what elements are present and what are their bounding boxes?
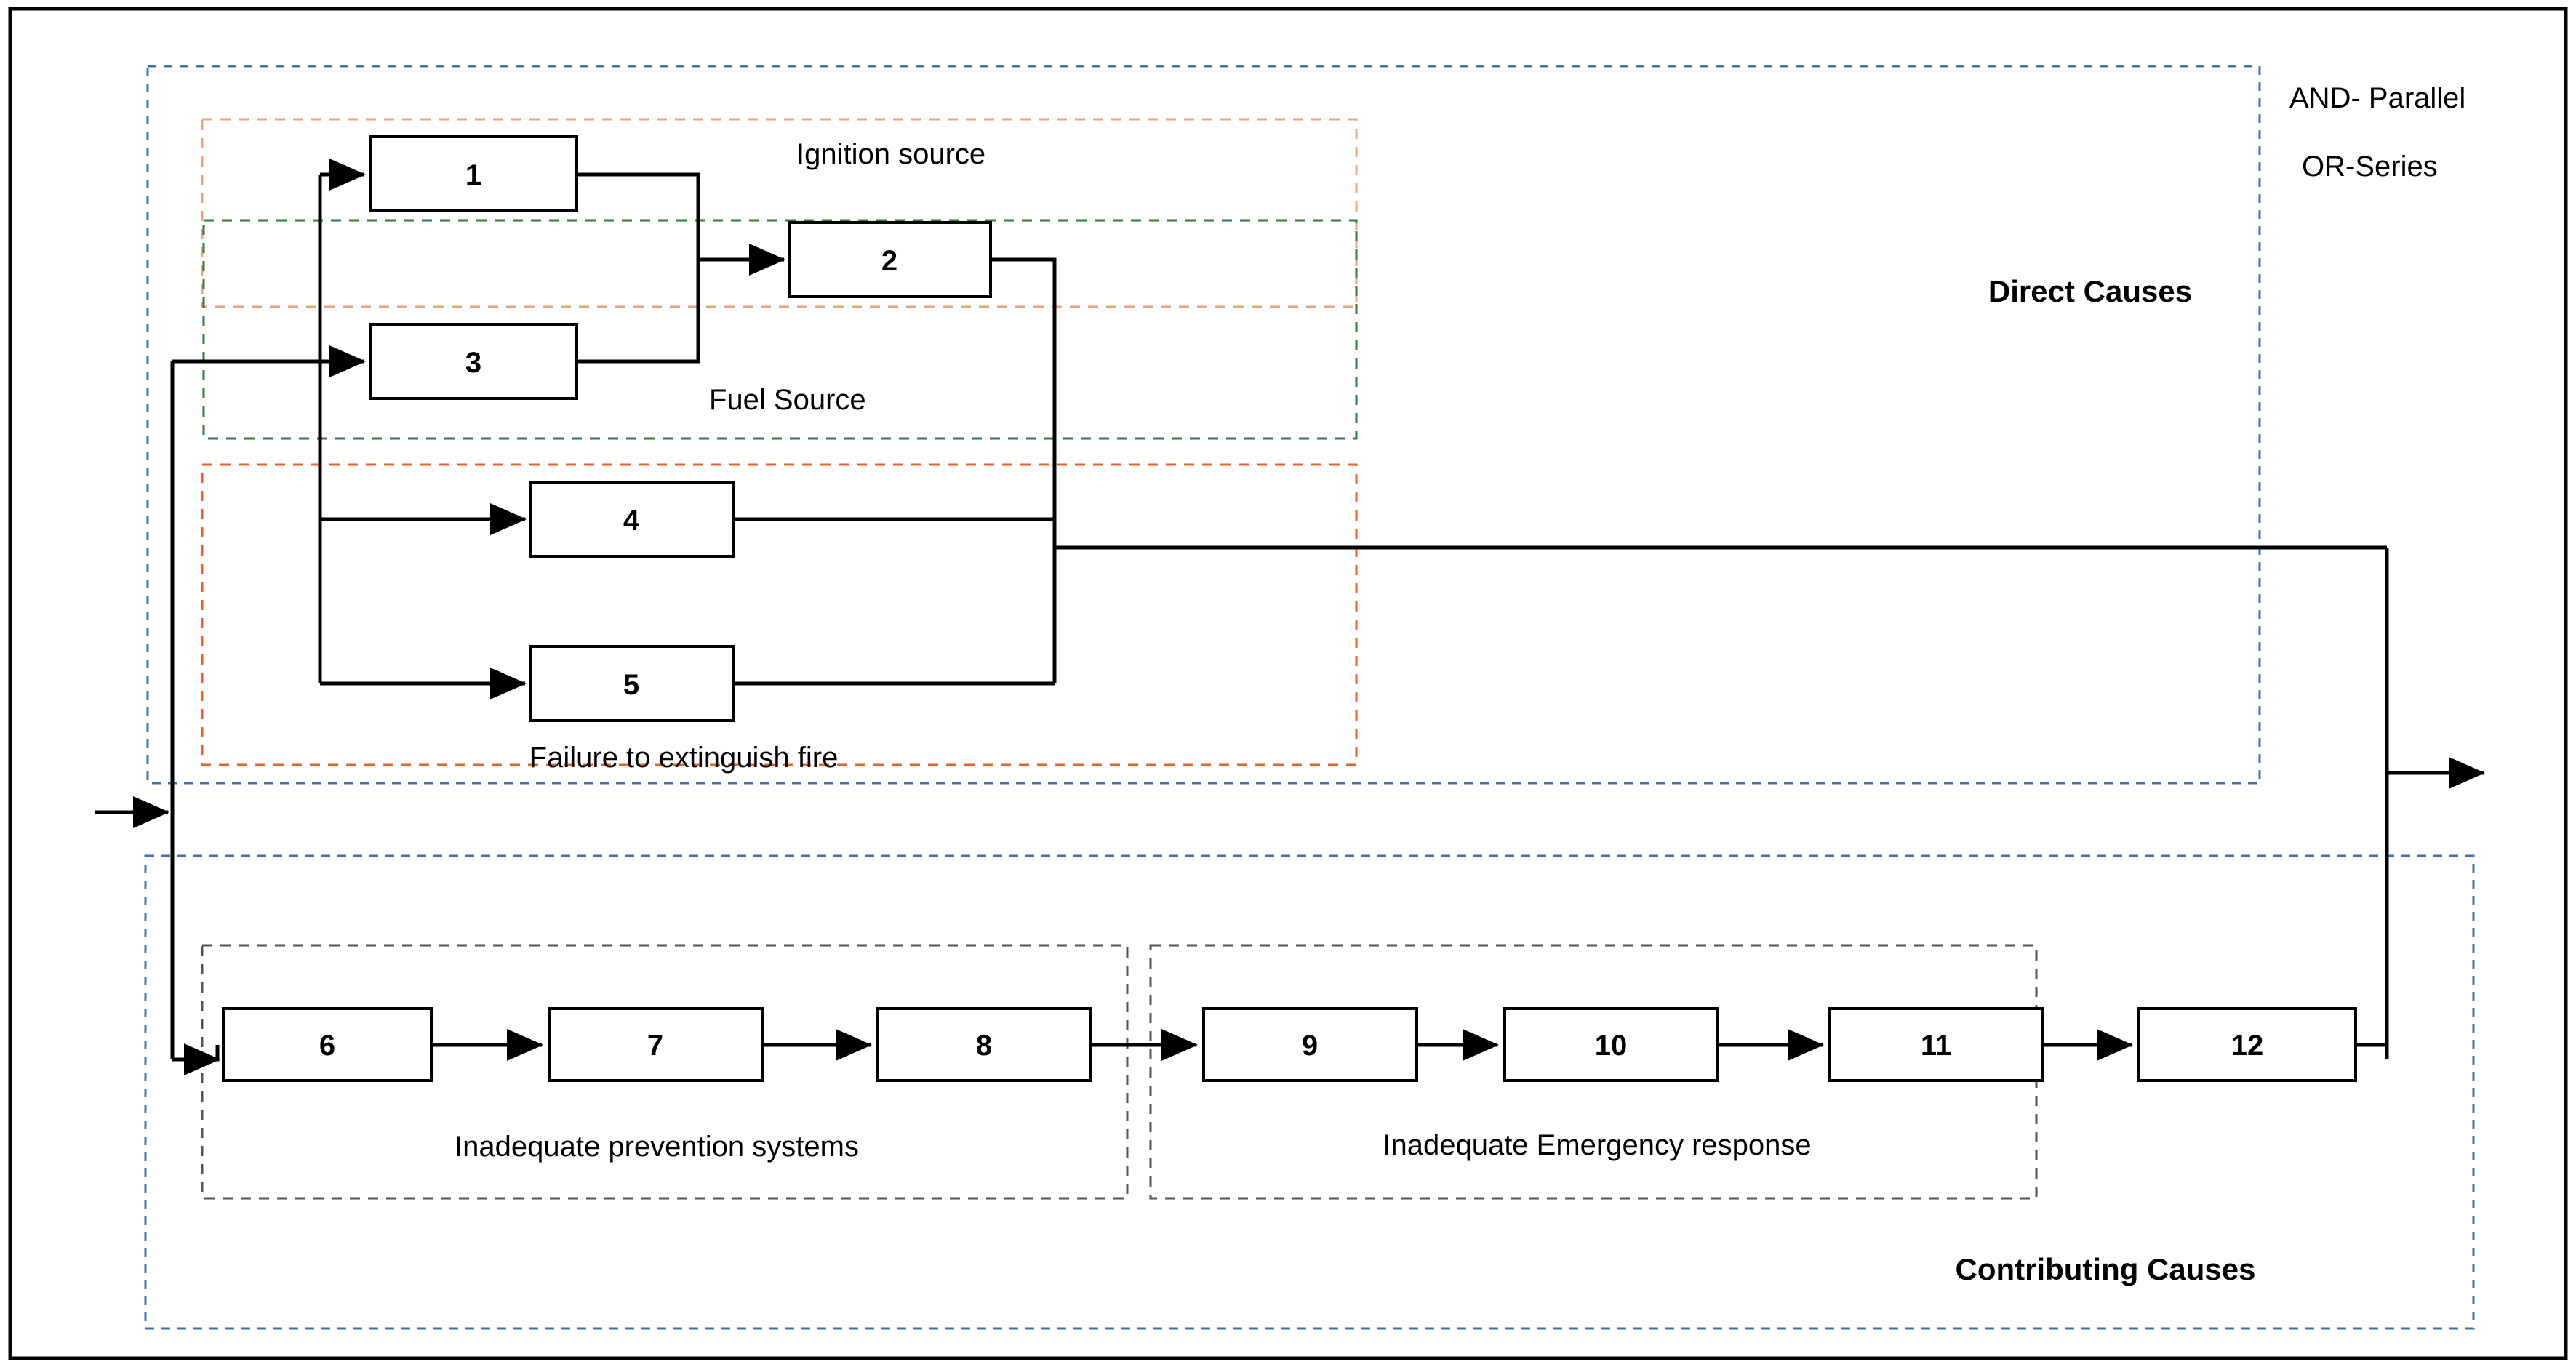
node-box-9[interactable]: 9	[1202, 1007, 1418, 1082]
node-label-5: 5	[623, 669, 639, 701]
caption-ignition-source: Ignition source	[796, 138, 985, 170]
node-label-9: 9	[1302, 1030, 1318, 1062]
page-border	[8, 7, 2568, 1360]
section-title-contributing-causes: Contributing Causes	[1955, 1252, 2255, 1286]
group-failure-to-extinguish	[201, 463, 1358, 766]
node-box-8[interactable]: 8	[876, 1007, 1092, 1082]
wire-node2-out	[991, 257, 1057, 684]
caption-inadequate-emergency: Inadequate Emergency response	[1383, 1129, 1811, 1161]
group-inadequate-emergency	[1149, 944, 2038, 1200]
node-label-2: 2	[881, 245, 897, 277]
section-title-direct-causes: Direct Causes	[1988, 274, 2192, 308]
node-box-3[interactable]: 3	[369, 323, 578, 400]
node-box-5[interactable]: 5	[529, 645, 735, 722]
group-contributing-causes	[144, 854, 2475, 1330]
wire-trunk-corner-node6	[172, 1045, 220, 1062]
wire-node3-out	[577, 260, 700, 364]
node-box-4[interactable]: 4	[529, 481, 735, 558]
node-label-11: 11	[1921, 1030, 1951, 1062]
legend-or-series: OR-Series	[2302, 151, 2438, 183]
node-label-6: 6	[319, 1030, 335, 1062]
node-label-10: 10	[1595, 1030, 1628, 1062]
caption-failure-to-extinguish: Failure to extinguish fire	[529, 742, 839, 774]
node-box-6[interactable]: 6	[222, 1007, 433, 1082]
node-box-11[interactable]: 11	[1828, 1007, 2044, 1082]
node-label-4: 4	[623, 505, 640, 537]
node-label-3: 3	[465, 347, 481, 379]
wire-node1-out	[577, 172, 700, 260]
group-direct-causes	[146, 65, 2261, 785]
group-ignition-source	[201, 118, 1358, 308]
node-box-2[interactable]: 2	[788, 221, 992, 298]
legend-and-parallel: AND- Parallel	[2289, 82, 2465, 114]
node-label-1: 1	[465, 159, 481, 191]
caption-inadequate-prevention: Inadequate prevention systems	[455, 1131, 859, 1163]
group-inadequate-prevention	[201, 944, 1129, 1200]
node-box-10[interactable]: 10	[1503, 1007, 1719, 1082]
node-box-12[interactable]: 12	[2137, 1007, 2357, 1082]
node-box-1[interactable]: 1	[369, 135, 578, 212]
node-label-7: 7	[647, 1030, 663, 1062]
node-box-7[interactable]: 7	[548, 1007, 764, 1082]
caption-fuel-source: Fuel Source	[709, 384, 866, 416]
node-label-12: 12	[2231, 1030, 2264, 1062]
group-fuel-source	[202, 219, 1358, 440]
node-label-8: 8	[976, 1030, 992, 1062]
